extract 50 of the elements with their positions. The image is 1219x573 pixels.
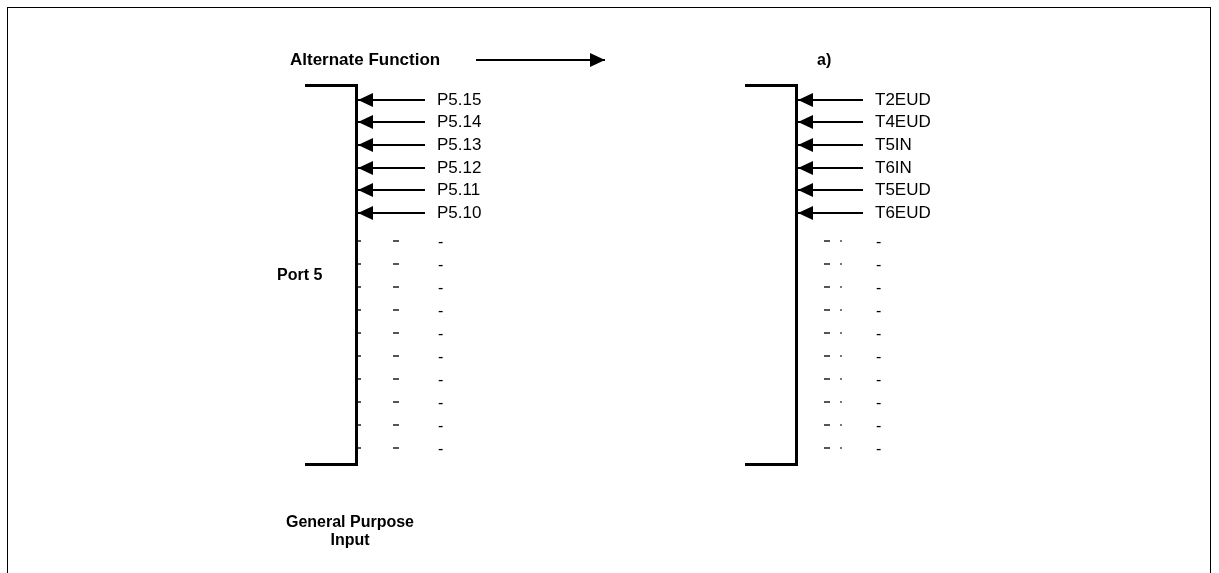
dash-label: -	[438, 256, 444, 274]
dash-label: -	[438, 417, 444, 435]
arrow	[357, 183, 426, 197]
dash-label: -	[438, 279, 444, 297]
dash-label: -	[876, 233, 882, 251]
signal-label: T6IN	[863, 158, 912, 178]
signal-label: P5.12	[425, 158, 482, 178]
signal-label: T5EUD	[863, 180, 931, 200]
signal-label: T6EUD	[863, 203, 931, 223]
arrow	[475, 53, 606, 67]
dash-label: -	[876, 417, 882, 435]
dash-label: -	[438, 440, 444, 458]
arrow	[357, 93, 426, 107]
arrow	[357, 206, 426, 220]
dash-label: -	[438, 233, 444, 251]
dash-label: -	[876, 325, 882, 343]
signal-label: T2EUD	[863, 90, 931, 110]
dash-label: -	[876, 302, 882, 320]
signal-label: P5.14	[425, 112, 482, 132]
arrow	[797, 138, 864, 152]
signal-label: T4EUD	[863, 112, 931, 132]
arrow	[357, 138, 426, 152]
arrow	[797, 183, 864, 197]
arrow	[357, 161, 426, 175]
signal-label: P5.11	[425, 180, 481, 200]
dash-label: -	[438, 325, 444, 343]
dash-label: -	[876, 348, 882, 366]
figure-label: a)	[817, 51, 832, 69]
dash-label: -	[876, 440, 882, 458]
port-bracket	[745, 84, 798, 466]
arrow	[357, 115, 426, 129]
port-label: General Purpose Input	[285, 513, 415, 549]
dash-label: -	[876, 256, 882, 274]
dash-label: -	[438, 371, 444, 389]
dash-label: -	[438, 302, 444, 320]
heading-label: Alternate Function	[290, 50, 476, 70]
dash-label: -	[876, 394, 882, 412]
arrow	[797, 206, 864, 220]
signal-label: P5.15	[425, 90, 482, 110]
signal-label: T5IN	[863, 135, 912, 155]
dash-label: -	[876, 279, 882, 297]
port-label: Port 5	[277, 266, 323, 284]
dash-label: -	[438, 348, 444, 366]
dash-label: -	[438, 394, 444, 412]
signal-label: P5.13	[425, 135, 482, 155]
arrow	[797, 161, 864, 175]
arrow	[797, 115, 864, 129]
dash-label: -	[876, 371, 882, 389]
arrow	[797, 93, 864, 107]
signal-label: P5.10	[425, 203, 482, 223]
